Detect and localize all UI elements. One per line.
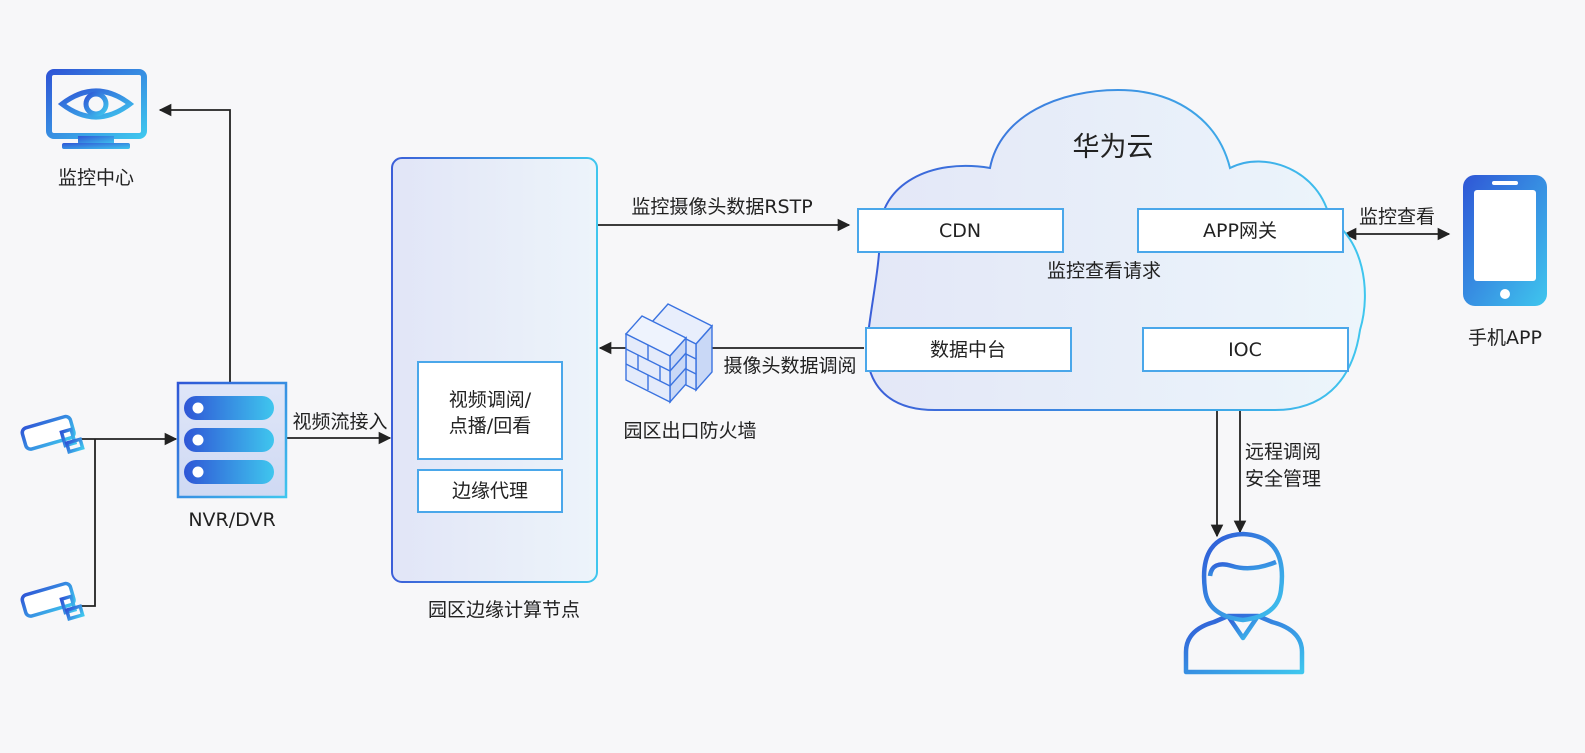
cdn-label: CDN <box>939 220 981 242</box>
cctv-camera-icon <box>20 581 85 621</box>
edge-video-box: 视频调阅/ 点播/回看 <box>417 361 563 460</box>
app-gateway-box: APP网关 <box>1137 208 1344 253</box>
remote-line2: 安全管理 <box>1245 468 1321 490</box>
cdn-box: CDN <box>857 208 1064 253</box>
remote-user <box>1183 531 1305 675</box>
remote-line1: 远程调阅 <box>1245 441 1321 463</box>
view-request-label: 监控查看请求 <box>1047 260 1161 282</box>
ioc-label: IOC <box>1228 339 1262 361</box>
ioc-box: IOC <box>1142 327 1349 372</box>
user-avatar-icon <box>1183 531 1305 675</box>
smartphone-icon <box>1463 175 1547 306</box>
rstp-flow-label: 监控摄像头数据RSTP <box>631 196 812 218</box>
mobile-app-label: 手机APP <box>1468 327 1542 349</box>
nvr-label: NVR/DVR <box>188 509 275 531</box>
edge-proxy-box: 边缘代理 <box>417 469 563 513</box>
data-platform-box: 数据中台 <box>865 327 1072 372</box>
data-platform-label: 数据中台 <box>930 339 1006 361</box>
edge-proxy-label: 边缘代理 <box>452 480 528 502</box>
nvr-dvr-node: NVR/DVR <box>176 381 288 531</box>
line-cam2-join <box>78 439 96 607</box>
firewall-node: 园区出口防火墙 <box>623 303 757 442</box>
brick-wall-icon <box>624 303 714 404</box>
camera-1 <box>20 414 85 454</box>
mobile-app-node: 手机APP <box>1463 175 1547 349</box>
firewall-label: 园区出口防火墙 <box>623 420 756 442</box>
monitor-eye-icon <box>46 69 147 149</box>
huawei-cloud: 华为云 CDN APP网关 监控查看请求 数据中台 IOC <box>857 88 1366 411</box>
edge-computing-node: 视频调阅/ 点播/回看 边缘代理 园区边缘计算节点 <box>391 157 598 621</box>
monitor-view-label: 监控查看 <box>1359 206 1435 228</box>
camera-read-label: 摄像头数据调阅 <box>723 355 856 377</box>
camera-2 <box>20 581 85 621</box>
edge-node-label: 园区边缘计算节点 <box>428 599 580 621</box>
edge-box-line2: 点播/回看 <box>449 415 531 437</box>
cctv-camera-icon <box>20 414 85 454</box>
cloud-title: 华为云 <box>1073 132 1154 163</box>
monitor-center-label: 监控中心 <box>58 167 134 189</box>
app-gateway-label: APP网关 <box>1203 220 1277 242</box>
arrow-nvr-to-monitor <box>158 103 231 383</box>
server-rack-icon <box>176 381 288 499</box>
video-ingest-label: 视频流接入 <box>292 411 387 433</box>
monitor-center: 监控中心 <box>46 69 147 189</box>
edge-box-line1: 视频调阅/ <box>449 389 532 411</box>
